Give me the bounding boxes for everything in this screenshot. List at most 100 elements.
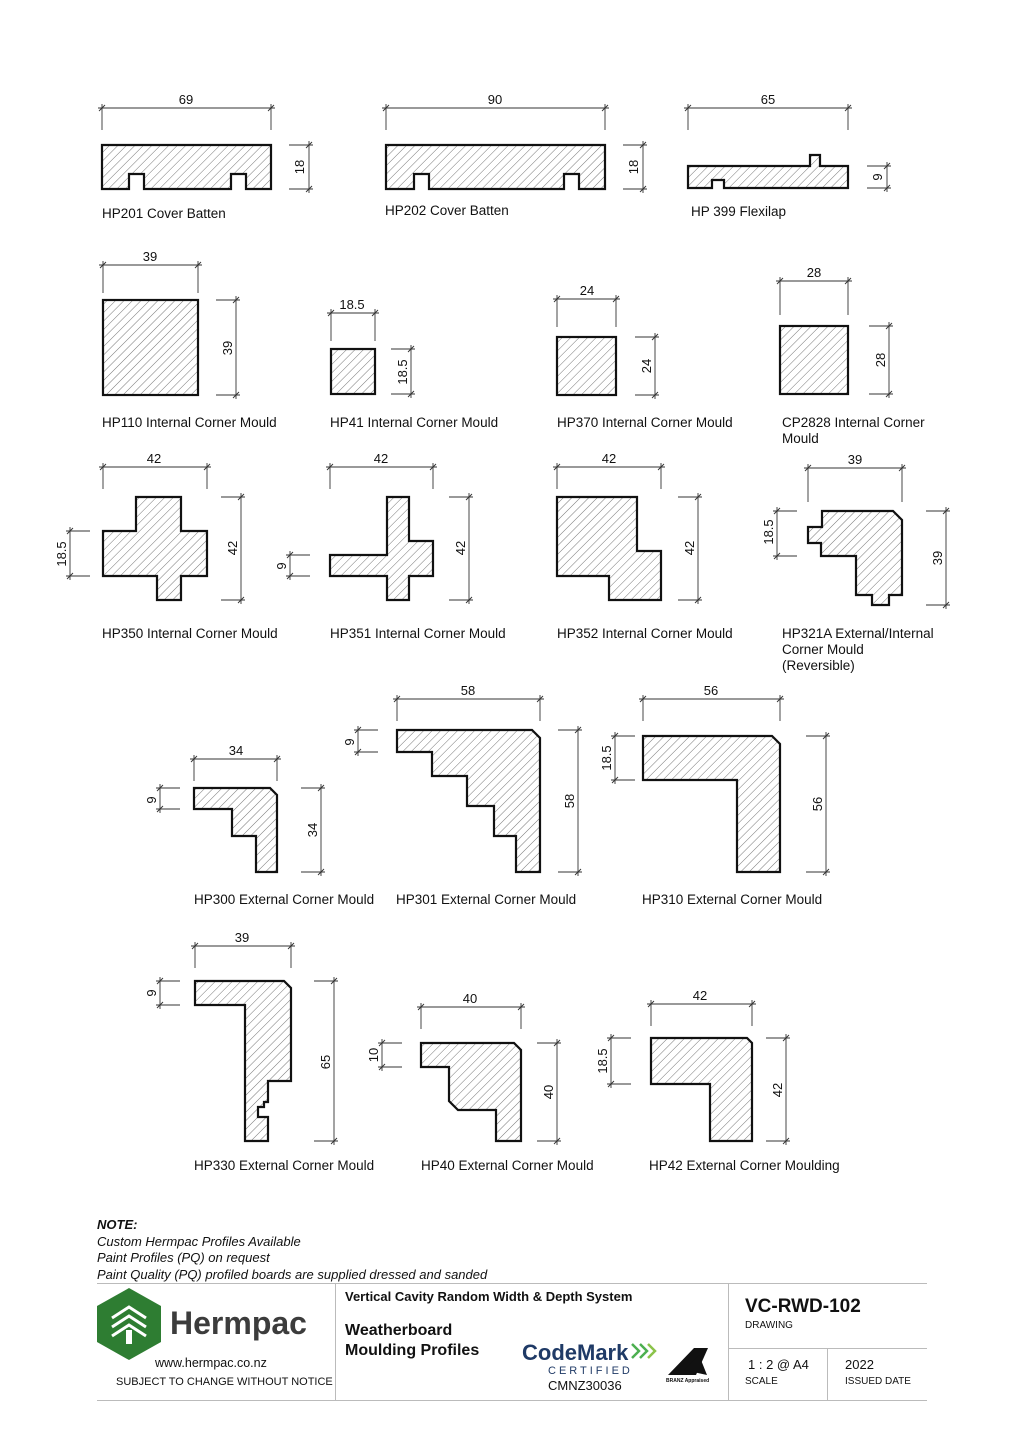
hp301-label: HP301 External Corner Mould [396, 892, 576, 907]
hp350-width: 42 [147, 451, 161, 466]
hp350-side: 18.5 [54, 541, 69, 566]
hp110-label: HP110 Internal Corner Mould [102, 415, 277, 430]
hp300-width: 34 [229, 743, 243, 758]
hp110-height: 39 [220, 341, 235, 355]
hp330-side: 9 [144, 989, 159, 996]
hp321a-height: 39 [930, 551, 945, 565]
note-heading: NOTE: [97, 1217, 138, 1232]
hp330-profile [193, 979, 293, 1143]
hp41-profile [329, 347, 377, 396]
hp42-profile [649, 1036, 754, 1143]
scale-value: 1 : 2 @ A4 [748, 1357, 809, 1372]
brand-name: Hermpac [170, 1305, 307, 1341]
codemark-id: CMNZ30036 [548, 1378, 622, 1393]
hp300-profile [192, 786, 279, 874]
hp42-width: 42 [693, 988, 707, 1003]
drawing-title-line-2: Moulding Profiles [345, 1342, 480, 1359]
hp352-label: HP352 Internal Corner Mould [557, 626, 733, 641]
hp300-side: 9 [144, 796, 159, 803]
hp352-width: 42 [602, 451, 616, 466]
hermpac-logo-icon [97, 1288, 161, 1360]
hp42-height: 42 [770, 1083, 785, 1097]
hp370-label: HP370 Internal Corner Mould [557, 415, 733, 430]
hp40-profile [419, 1041, 523, 1143]
hp40-height: 40 [541, 1085, 556, 1099]
hp201-label: HP201 Cover Batten [102, 206, 226, 221]
branz-appraised-icon [668, 1348, 708, 1375]
hp351-label: HP351 Internal Corner Mould [330, 626, 506, 641]
cp2828-profile [778, 324, 850, 396]
hp310-width: 56 [704, 683, 718, 698]
hp41-width: 18.5 [339, 297, 364, 312]
hp201-height: 18 [292, 160, 307, 174]
hp351-height: 42 [453, 541, 468, 555]
hp310-label: HP310 External Corner Mould [642, 892, 822, 907]
branz-label: BRANZ Appraised [666, 1378, 710, 1384]
website-link[interactable]: www.hermpac.co.nz [155, 1356, 267, 1370]
codemark-certified: CERTIFIED [548, 1365, 633, 1377]
hp301-width: 58 [461, 683, 475, 698]
disclaimer: SUBJECT TO CHANGE WITHOUT NOTICE [116, 1376, 333, 1388]
hp202-width: 90 [488, 92, 502, 107]
hp321a-label-1: HP321A External/Internal [782, 626, 934, 641]
drawing-label: DRAWING [745, 1320, 793, 1331]
drawing-number: VC-RWD-102 [745, 1296, 861, 1317]
hp42-side: 18.5 [595, 1048, 610, 1073]
hp330-height: 65 [318, 1055, 333, 1069]
hp301-profile [395, 728, 542, 874]
hp321a-profile [806, 509, 904, 607]
hp310-height: 56 [810, 797, 825, 811]
issued-date: 2022 [845, 1357, 874, 1372]
drawing-title: Weatherboard Moulding Profiles [345, 1321, 479, 1361]
hp399-height: 9 [870, 173, 885, 180]
scale-label: SCALE [745, 1376, 778, 1387]
hp40-side: 10 [366, 1048, 381, 1062]
hp352-profile [555, 495, 663, 602]
codemark-logo: CodeMark [522, 1340, 629, 1365]
note-line-3: Paint Quality (PQ) profiled boards are s… [97, 1266, 488, 1282]
note-line-2: Paint Profiles (PQ) on request [97, 1250, 270, 1265]
hp352-height: 42 [682, 541, 697, 555]
hp41-height: 18.5 [395, 359, 410, 384]
hp370-height: 24 [639, 359, 654, 373]
hp201-profile [100, 143, 273, 191]
hp310-profile [641, 734, 782, 874]
hp202-label: HP202 Cover Batten [385, 203, 509, 218]
hp399-profile [686, 153, 850, 190]
cp2828-label-1: CP2828 Internal Corner [782, 415, 925, 430]
hp399-width: 65 [761, 92, 775, 107]
note-line-1: Custom Hermpac Profiles Available [97, 1233, 301, 1249]
hp300-height: 34 [305, 823, 320, 837]
hp110-profile [101, 298, 200, 397]
cp2828-width: 28 [807, 265, 821, 280]
hp310-side: 18.5 [599, 745, 614, 770]
hp370-profile [555, 335, 618, 397]
hp321a-width: 39 [848, 452, 862, 467]
system-name: Vertical Cavity Random Width & Depth Sys… [345, 1289, 633, 1304]
hp351-side: 9 [274, 562, 289, 569]
hp40-width: 40 [463, 991, 477, 1006]
hp202-profile [384, 143, 607, 191]
hp399-label: HP 399 Flexilap [691, 204, 786, 219]
codemark-chevron-icon [631, 1343, 657, 1359]
hp110-width: 39 [143, 249, 157, 264]
cp2828-height: 28 [873, 353, 888, 367]
hp300-label: HP300 External Corner Mould [194, 892, 374, 907]
hp41-label: HP41 Internal Corner Mould [330, 415, 498, 430]
hp350-height: 42 [225, 541, 240, 555]
hp42-label: HP42 External Corner Moulding [649, 1158, 840, 1173]
issued-date-label: ISSUED DATE [845, 1376, 911, 1387]
note-block: NOTE: Custom Hermpac Profiles Available … [97, 1217, 487, 1283]
hp301-height: 58 [562, 794, 577, 808]
hp370-width: 24 [580, 283, 594, 298]
hp351-width: 42 [374, 451, 388, 466]
hp350-profile [101, 495, 209, 602]
hp301-side: 9 [342, 738, 357, 745]
hp321a-side: 18.5 [761, 519, 776, 544]
title-block [97, 1283, 927, 1401]
hp202-height: 18 [626, 160, 641, 174]
hp350-label: HP350 Internal Corner Mould [102, 626, 278, 641]
hp330-width: 39 [235, 930, 249, 945]
hp201-width: 69 [179, 92, 193, 107]
